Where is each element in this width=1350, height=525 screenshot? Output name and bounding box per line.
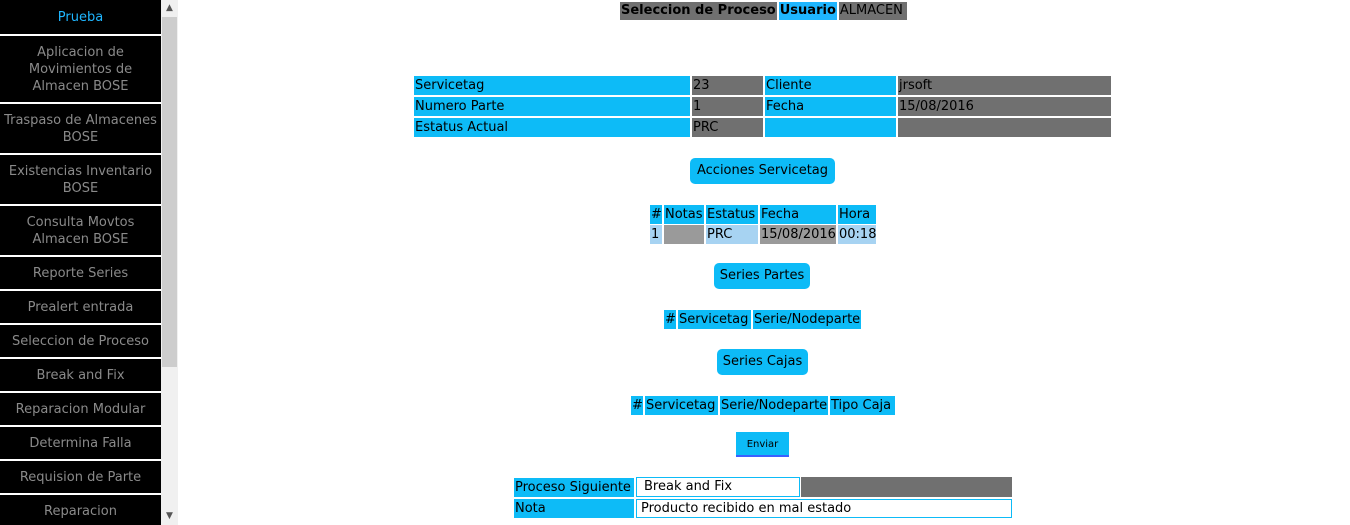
scroll-up-icon[interactable]: ▲ bbox=[166, 3, 173, 13]
sidebar-item-seleccion-proceso[interactable]: Seleccion de Proceso bbox=[0, 325, 161, 359]
cajas-header-tipo-caja: Tipo Caja bbox=[830, 396, 895, 415]
servicetag-value: 23 bbox=[692, 76, 763, 95]
sidebar-item-existencias-inventario[interactable]: Existencias Inventario BOSE bbox=[0, 155, 161, 206]
partes-header-num: # bbox=[664, 310, 676, 329]
numero-parte-value: 1 bbox=[692, 97, 763, 116]
empty-value-cell bbox=[898, 118, 1111, 137]
partes-header-servicetag: Servicetag bbox=[678, 310, 751, 329]
user-label: Usuario bbox=[778, 2, 837, 20]
proceso-siguiente-filler bbox=[801, 477, 1012, 497]
acciones-header-fecha: Fecha bbox=[760, 205, 836, 224]
sidebar-nav: Prueba Aplicacion de Movimientos de Alma… bbox=[0, 0, 161, 525]
table-row-fecha: 15/08/2016 bbox=[760, 225, 836, 244]
partes-header-serie: Serie/Nodeparte bbox=[753, 310, 861, 329]
series-partes-button[interactable]: Series Partes bbox=[714, 263, 810, 289]
numero-parte-label: Numero Parte bbox=[414, 97, 690, 116]
sidebar-item-requision-parte[interactable]: Requision de Parte bbox=[0, 461, 161, 495]
fecha-value: 15/08/2016 bbox=[898, 97, 1111, 116]
sidebar-scrollbar[interactable]: ▲ ▼ bbox=[161, 0, 178, 525]
table-row-estatus: PRC bbox=[706, 225, 758, 244]
estatus-value: PRC bbox=[692, 118, 763, 137]
proceso-siguiente-label: Proceso Siguiente bbox=[514, 478, 634, 497]
sidebar-item-consulta-movtos[interactable]: Consulta Movtos Almacen BOSE bbox=[0, 206, 161, 257]
acciones-header-notas: Notas bbox=[664, 205, 704, 224]
cliente-label: Cliente bbox=[765, 76, 896, 95]
estatus-label: Estatus Actual bbox=[414, 118, 690, 137]
sidebar-item-prueba[interactable]: Prueba bbox=[0, 0, 161, 36]
user-value: ALMACEN bbox=[838, 2, 907, 20]
sidebar-item-reparacion-modular[interactable]: Reparacion Modular bbox=[0, 393, 161, 427]
scroll-thumb[interactable] bbox=[162, 17, 177, 367]
proceso-siguiente-select[interactable]: Break and Fix bbox=[636, 477, 800, 497]
servicetag-label: Servicetag bbox=[414, 76, 690, 95]
table-row-notas bbox=[664, 225, 704, 244]
empty-label-cell bbox=[765, 118, 896, 137]
acciones-header-estatus: Estatus bbox=[706, 205, 758, 224]
cliente-value: jrsoft bbox=[898, 76, 1111, 95]
acciones-servicetag-button[interactable]: Acciones Servicetag bbox=[690, 158, 835, 184]
page-title: Seleccion de Proceso bbox=[620, 2, 777, 20]
sidebar-item-traspaso-almacenes[interactable]: Traspaso de Almacenes BOSE bbox=[0, 104, 161, 155]
page-header: Seleccion de Proceso Usuario ALMACEN bbox=[620, 2, 907, 20]
sidebar-item-reporte-series[interactable]: Reporte Series bbox=[0, 257, 161, 291]
enviar-button[interactable]: Enviar bbox=[736, 432, 789, 457]
sidebar-item-prealert-entrada[interactable]: Prealert entrada bbox=[0, 291, 161, 325]
series-cajas-button[interactable]: Series Cajas bbox=[717, 349, 808, 375]
acciones-header-hora: Hora bbox=[838, 205, 876, 224]
scroll-down-icon[interactable]: ▼ bbox=[166, 511, 173, 521]
table-row-hora: 00:18 bbox=[838, 225, 876, 244]
sidebar-item-reparacion[interactable]: Reparacion bbox=[0, 495, 161, 525]
cajas-header-num: # bbox=[631, 396, 643, 415]
sidebar-item-aplicacion-movimientos[interactable]: Aplicacion de Movimientos de Almacen BOS… bbox=[0, 36, 161, 104]
acciones-header-num: # bbox=[650, 205, 662, 224]
sidebar-item-determina-falla[interactable]: Determina Falla bbox=[0, 427, 161, 461]
cajas-header-servicetag: Servicetag bbox=[645, 396, 718, 415]
sidebar-item-break-and-fix[interactable]: Break and Fix bbox=[0, 359, 161, 393]
nota-label: Nota bbox=[514, 499, 634, 518]
fecha-label: Fecha bbox=[765, 97, 896, 116]
nota-input[interactable]: Producto recibido en mal estado bbox=[636, 499, 1012, 518]
table-row-num: 1 bbox=[650, 225, 662, 244]
cajas-header-serie: Serie/Nodeparte bbox=[720, 396, 828, 415]
